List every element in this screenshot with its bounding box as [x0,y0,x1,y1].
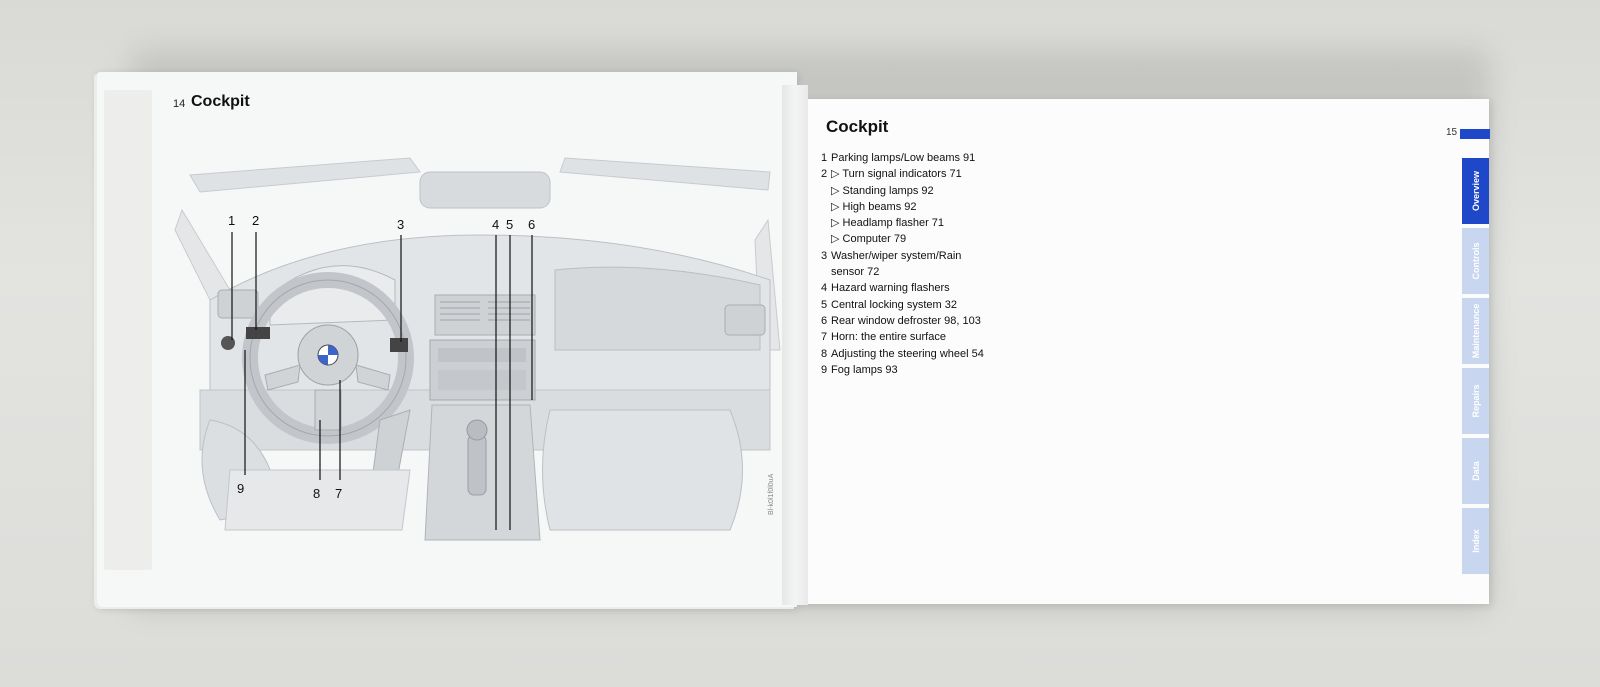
callout-3: 3 [397,217,405,232]
callout-9: 9 [237,481,245,496]
legend-item: 2▷ Turn signal indicators 71 [821,168,962,181]
tab-data[interactable]: Data [1462,438,1489,504]
right-page [795,99,1489,604]
page-title-left: Cockpit [191,93,250,110]
tab-overview[interactable]: Overview [1462,158,1489,224]
legend-subitem: ▷ Headlamp flasher 71 [831,217,945,230]
page-stack-edge [104,90,152,570]
page-title-right: Cockpit [826,117,889,136]
legend-item-continued: sensor 72 [831,266,880,279]
legend-subitem: ▷ Computer 79 [831,233,907,246]
section-marker-bar [1460,129,1490,139]
tab-index[interactable]: Index [1462,508,1489,574]
cockpit-illustration [174,157,781,541]
figure-code: Bl-k0l1f0l0uA [768,473,775,515]
tab-maintenance[interactable]: Maintenance [1462,298,1489,364]
callout-2: 2 [252,213,260,228]
thumb-index-tabs: Overview Controls Maintenance Repairs Da… [1462,158,1489,578]
tab-controls[interactable]: Controls [1462,228,1489,294]
page-number-right: 15 [1446,127,1458,138]
legend-subitem: ▷ Standing lamps 92 [831,184,934,197]
callout-5: 5 [506,217,514,232]
callout-7: 7 [335,486,343,501]
callout-4: 4 [492,217,500,232]
legend-subitem: ▷ High beams 92 [831,200,917,213]
callout-6: 6 [528,217,536,232]
book-gutter [782,85,808,605]
page-number-left: 14 [173,98,186,110]
callout-1: 1 [228,213,236,228]
callout-8: 8 [313,486,321,501]
tab-repairs[interactable]: Repairs [1462,368,1489,434]
